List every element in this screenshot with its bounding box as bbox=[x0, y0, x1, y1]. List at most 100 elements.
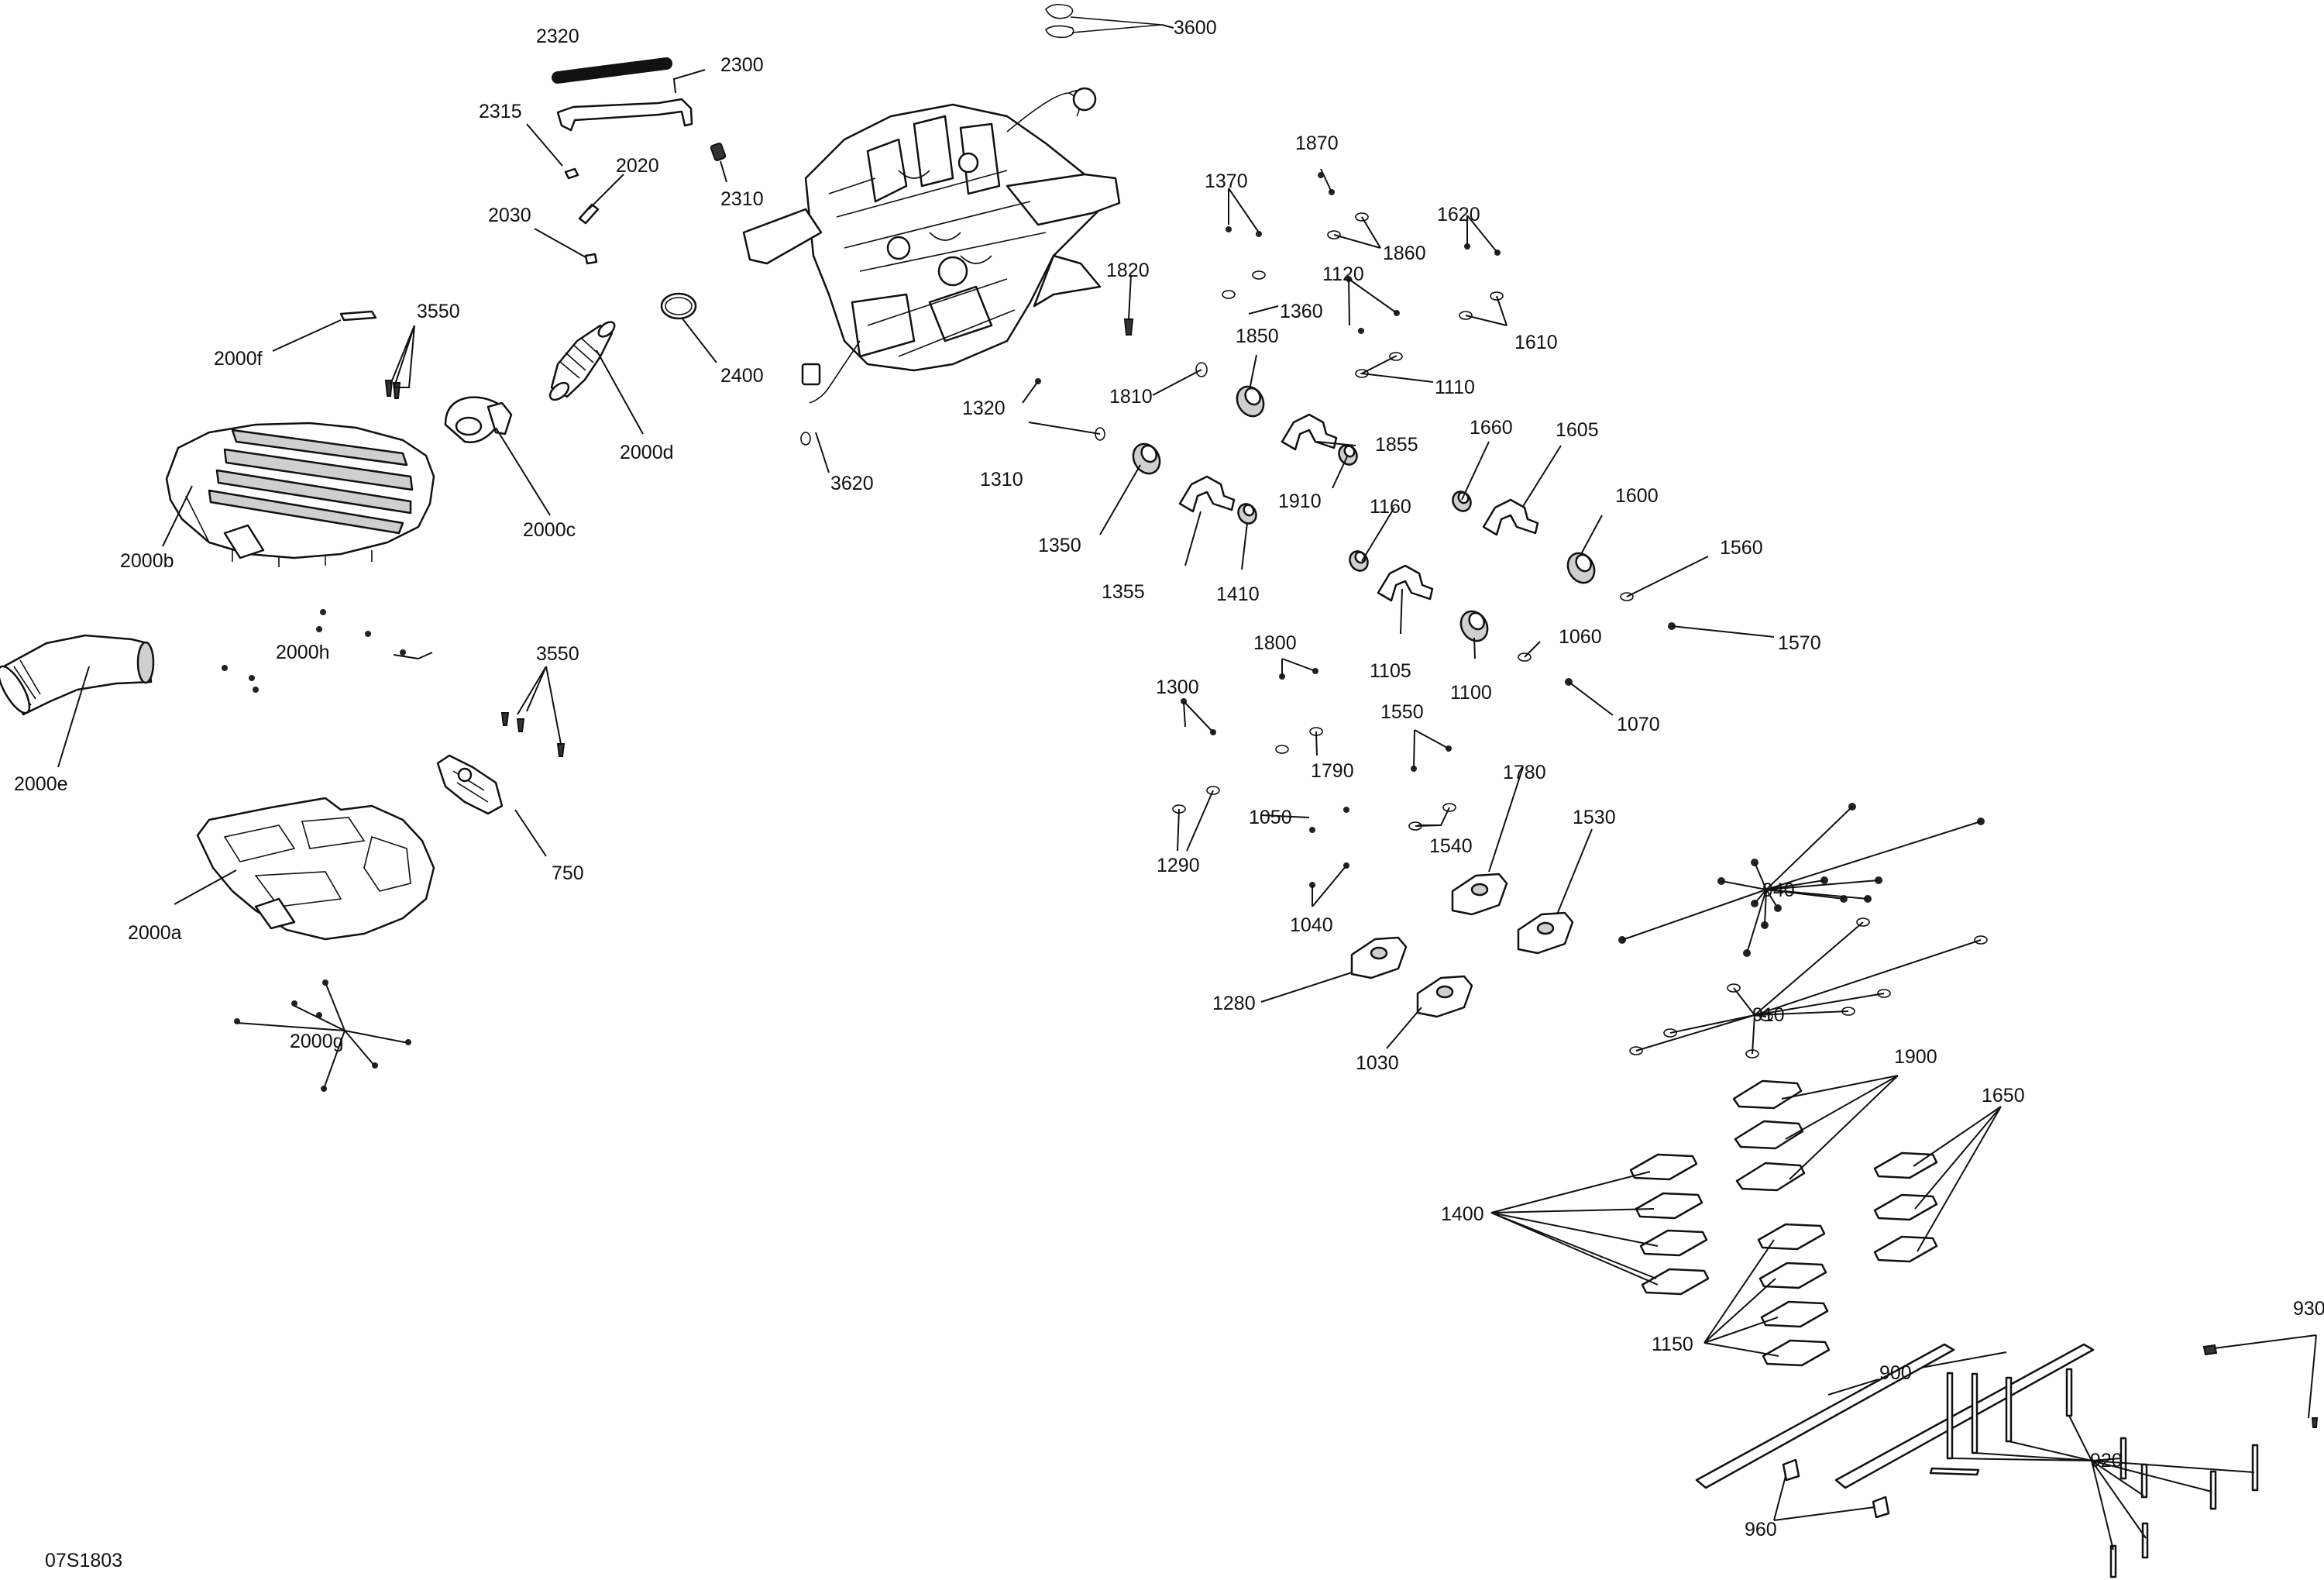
callout-1360: 1360 bbox=[1280, 301, 1323, 322]
callout-1070: 1070 bbox=[1617, 714, 1660, 735]
callout-750: 750 bbox=[552, 862, 584, 884]
callout-1560: 1560 bbox=[1720, 537, 1763, 559]
callout-1105: 1105 bbox=[1370, 660, 1411, 682]
callout-1790: 1790 bbox=[1311, 760, 1354, 782]
callout-920: 920 bbox=[2090, 1450, 2123, 1472]
shims-1400 bbox=[1629, 1153, 1710, 1296]
callout-2000b: 2000b bbox=[120, 550, 174, 572]
callout-1060: 1060 bbox=[1559, 626, 1602, 648]
callout-2000f: 2000f bbox=[214, 348, 263, 370]
part-2030-clip bbox=[584, 253, 598, 265]
callout-1780: 1780 bbox=[1503, 762, 1546, 783]
callout-2000d: 2000d bbox=[620, 442, 674, 463]
part-2400-clamp bbox=[660, 292, 697, 320]
callout-1910: 1910 bbox=[1278, 491, 1322, 512]
part-2000c-adapter bbox=[444, 396, 513, 443]
callout-1600: 1600 bbox=[1615, 485, 1659, 507]
callout-1610: 1610 bbox=[1514, 332, 1558, 353]
callout-2400: 2400 bbox=[720, 365, 764, 387]
callout-3600: 3600 bbox=[1174, 17, 1217, 39]
part-750-actuator bbox=[436, 754, 504, 815]
callout-1605: 1605 bbox=[1556, 419, 1599, 441]
callout-2030: 2030 bbox=[488, 205, 531, 226]
callout-930: 930 bbox=[2293, 1298, 2324, 1320]
drawing-code: 07S1803 bbox=[45, 1550, 122, 1571]
callout-1100: 1100 bbox=[1450, 682, 1492, 704]
part-2000d-duct bbox=[548, 321, 616, 401]
callout-2020: 2020 bbox=[616, 155, 659, 177]
saddle-brackets bbox=[1178, 413, 1539, 602]
callout-1570: 1570 bbox=[1778, 632, 1821, 654]
callout-1300: 1300 bbox=[1156, 676, 1199, 698]
callout-910: 910 bbox=[1752, 1004, 1785, 1026]
callout-2000g: 2000g bbox=[290, 1031, 344, 1052]
callout-1030: 1030 bbox=[1356, 1052, 1399, 1074]
callout-1120: 1120 bbox=[1322, 263, 1364, 285]
callout-1280: 1280 bbox=[1212, 993, 1256, 1014]
callout-1620: 1620 bbox=[1437, 204, 1480, 225]
part-2000f-label bbox=[339, 310, 377, 322]
callout-3620: 3620 bbox=[830, 473, 874, 494]
callout-2000e: 2000e bbox=[14, 773, 68, 795]
callout-2320: 2320 bbox=[536, 26, 579, 47]
part-2300-hose bbox=[556, 98, 693, 132]
callout-3550-top: 3550 bbox=[417, 301, 460, 322]
callout-940: 940 bbox=[1762, 879, 1795, 901]
part-2310-fitting bbox=[710, 143, 727, 161]
part-3550-screws-top bbox=[384, 380, 401, 399]
bolts-940-910 bbox=[1618, 803, 1988, 1058]
callout-2310: 2310 bbox=[720, 188, 764, 210]
callout-1800: 1800 bbox=[1253, 632, 1297, 654]
callout-1410: 1410 bbox=[1216, 583, 1260, 605]
callout-1860: 1860 bbox=[1383, 243, 1426, 264]
part-3600-cable bbox=[1045, 3, 1163, 39]
part-2000a-lower-manifold bbox=[196, 797, 435, 941]
callout-1660: 1660 bbox=[1470, 417, 1513, 439]
callout-1310: 1310 bbox=[980, 469, 1023, 491]
callout-1855: 1855 bbox=[1375, 434, 1418, 456]
leader-lines bbox=[57, 24, 2317, 1551]
callout-1150: 1150 bbox=[1652, 1334, 1693, 1355]
part-2000e-elbow bbox=[0, 634, 155, 716]
callout-1040: 1040 bbox=[1290, 914, 1333, 936]
callout-1870: 1870 bbox=[1295, 133, 1339, 154]
callout-2315: 2315 bbox=[479, 101, 522, 122]
callout-1820: 1820 bbox=[1106, 260, 1150, 281]
callout-1355: 1355 bbox=[1102, 581, 1145, 603]
shims-1650 bbox=[1873, 1151, 1938, 1263]
callout-1550: 1550 bbox=[1380, 701, 1424, 723]
callout-1050: 1050 bbox=[1249, 807, 1292, 828]
shims-1150 bbox=[1757, 1223, 1831, 1367]
part-2320-hose bbox=[552, 57, 672, 84]
callout-1540: 1540 bbox=[1429, 835, 1473, 857]
callout-1810: 1810 bbox=[1109, 386, 1153, 408]
part-3550-screws-bottom bbox=[500, 712, 566, 757]
rails-900 bbox=[1695, 1343, 2095, 1489]
callout-1900: 1900 bbox=[1894, 1046, 1937, 1068]
rubber-bushings bbox=[1132, 385, 1596, 642]
engine-mounts bbox=[1350, 873, 1574, 1018]
part-2000h-screws bbox=[222, 609, 406, 693]
callout-2000a: 2000a bbox=[128, 922, 182, 944]
part-2020-sensor bbox=[578, 203, 600, 225]
callout-3550-bottom: 3550 bbox=[536, 643, 579, 665]
bolts-920 bbox=[1929, 1368, 2259, 1578]
callout-900: 900 bbox=[1879, 1362, 1912, 1384]
callout-2000h: 2000h bbox=[276, 642, 330, 663]
callout-1530: 1530 bbox=[1573, 807, 1616, 828]
part-engine-assembly bbox=[742, 87, 1121, 404]
bolts-930 bbox=[2202, 1344, 2319, 1428]
part-2000b-manifold-cover bbox=[165, 422, 435, 567]
callout-1350: 1350 bbox=[1038, 535, 1081, 556]
callout-1370: 1370 bbox=[1205, 170, 1248, 192]
clips-960 bbox=[1782, 1458, 1890, 1519]
callout-1650: 1650 bbox=[1982, 1085, 2025, 1107]
callout-1110: 1110 bbox=[1435, 377, 1475, 398]
part-2315-clip bbox=[564, 167, 579, 180]
callout-2300: 2300 bbox=[720, 54, 764, 76]
callout-1290: 1290 bbox=[1157, 855, 1200, 876]
callout-1160: 1160 bbox=[1370, 496, 1411, 518]
callout-1320: 1320 bbox=[962, 398, 1006, 419]
callout-2000c: 2000c bbox=[523, 519, 576, 541]
